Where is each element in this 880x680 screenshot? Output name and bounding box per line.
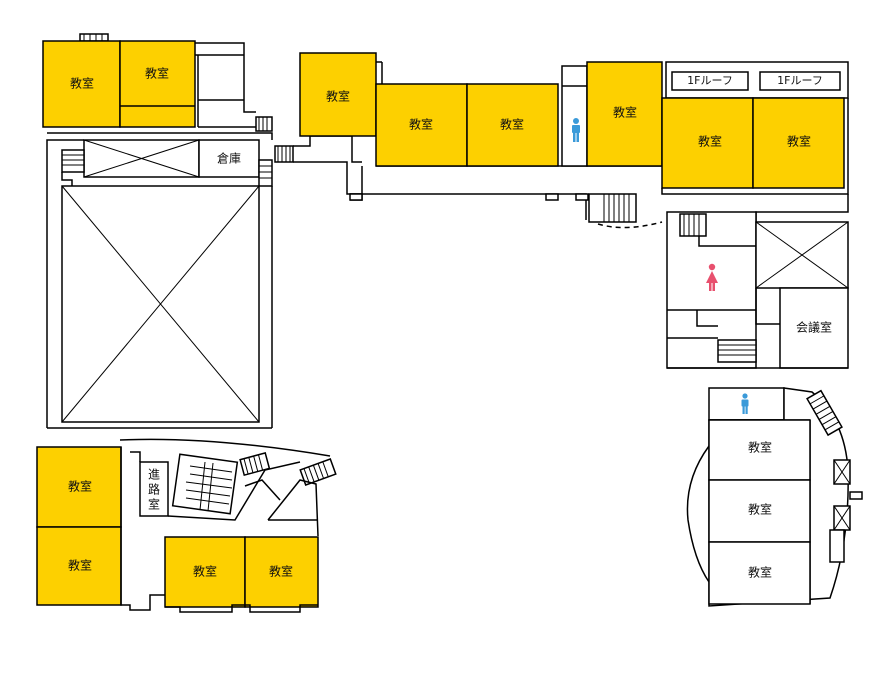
classroom-label: 教室 xyxy=(326,89,350,104)
roof-area-1 xyxy=(671,71,749,91)
roof-label: 1Fルーフ xyxy=(687,74,733,87)
classroom-label: 教室 xyxy=(269,564,293,579)
gymnasium-block: 倉庫 xyxy=(46,132,294,429)
classroom-sw-2 xyxy=(36,526,122,606)
classroom-label: 教室 xyxy=(698,134,722,149)
east-block: 会議室 xyxy=(666,194,849,369)
classroom-n-2 xyxy=(375,83,468,167)
classroom-se-1 xyxy=(708,419,811,481)
classroom-label: 教室 xyxy=(68,479,92,494)
classroom-n-6 xyxy=(752,97,845,189)
male-restroom-icon xyxy=(572,118,580,142)
north-wing: 教室 教室 教室 教室 1Fルーフ 1Fルーフ 教室 教室 xyxy=(293,52,849,229)
classroom-n-3 xyxy=(466,83,559,167)
classroom-label: 教室 xyxy=(68,558,92,573)
classroom-sw-4 xyxy=(244,536,319,608)
classroom-label: 教室 xyxy=(613,105,637,120)
career-room-label: 進 xyxy=(148,468,160,482)
classroom-se-3 xyxy=(708,541,811,605)
classroom-label: 教室 xyxy=(70,76,94,91)
classroom-n-5 xyxy=(661,97,754,189)
classroom-sw-1 xyxy=(36,446,122,528)
classroom-label: 教室 xyxy=(748,440,772,455)
classroom-label: 教室 xyxy=(748,502,772,517)
meeting-room xyxy=(779,287,849,369)
classroom-label: 教室 xyxy=(787,134,811,149)
classroom-label: 教室 xyxy=(409,117,433,132)
top-left-wing: 教室 教室 xyxy=(42,33,273,132)
classroom-label: 教室 xyxy=(145,66,169,81)
roof-area-2 xyxy=(759,71,841,91)
career-room xyxy=(139,461,169,517)
male-restroom-icon xyxy=(741,393,749,414)
southeast-building: 教室 教室 教室 xyxy=(686,387,863,607)
classroom-tl-2 xyxy=(119,40,196,128)
classroom-label: 教室 xyxy=(500,117,524,132)
classroom-label: 教室 xyxy=(748,565,772,580)
career-room-label: 室 xyxy=(148,497,160,512)
female-restroom-icon xyxy=(706,263,718,291)
career-room-label: 路 xyxy=(148,482,160,497)
classroom-tl-1 xyxy=(42,40,121,128)
classroom-label: 教室 xyxy=(193,564,217,579)
classroom-n-1 xyxy=(299,52,377,137)
storage-room xyxy=(198,139,260,178)
meeting-room-label: 会議室 xyxy=(796,320,832,335)
southwest-wing: 教室 教室 進 路 室 xyxy=(36,438,337,613)
roof-label: 1Fルーフ xyxy=(777,74,823,87)
storage-label: 倉庫 xyxy=(217,151,241,166)
